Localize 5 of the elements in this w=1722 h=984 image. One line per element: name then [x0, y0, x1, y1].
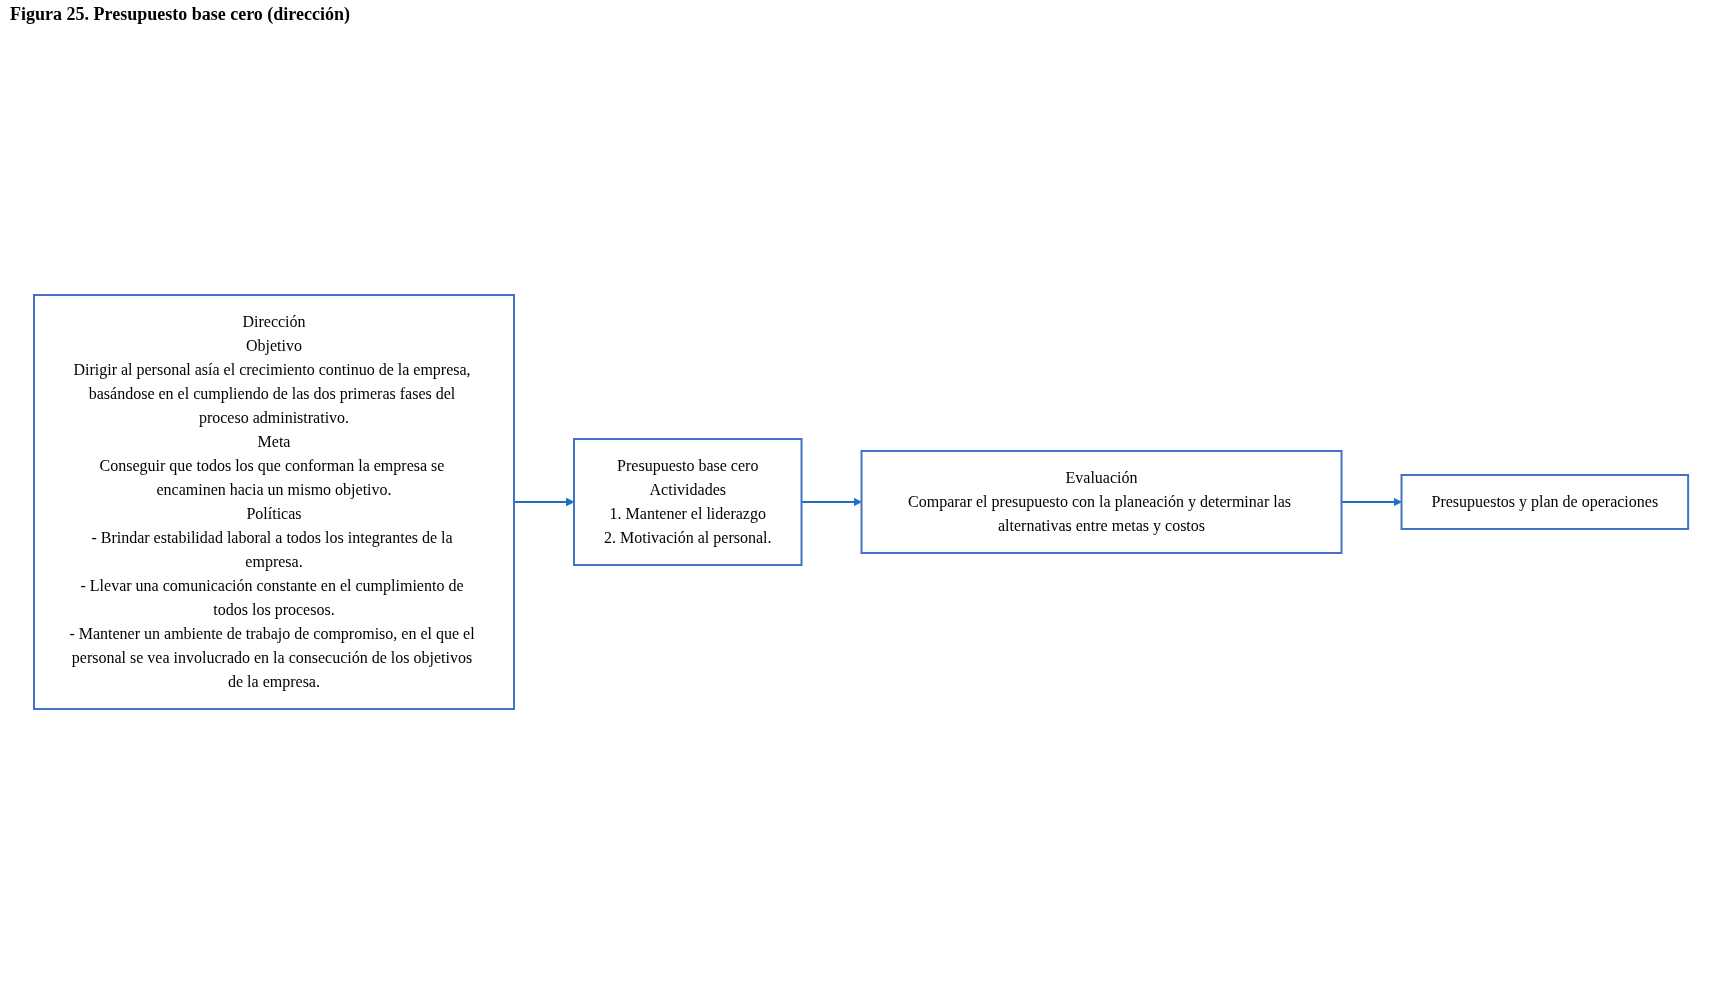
- node-box: Presupuesto base cero Actividades 1. Mantener el liderazgo 2. Motivación al personal.: [572, 438, 803, 566]
- figure-title: Figura 25. Presupuesto base cero (dirección): [9, 3, 351, 26]
- node-box: Evaluación Comparar el presupuesto con la planeación y determinar las alternativas entre metas y costos: [860, 450, 1343, 554]
- node-box: Dirección Objetivo Dirigir al personal asía el crecimiento continuo de la empresa, basándose en el cumpliendo de las dos primeras fases del proceso administrativo. Meta Conseguir que todos los que conforman la empresa se encaminen hacia un mismo objetivo. Políticas - Brindar estabilidad laboral a todos los integrantes de la empresa. - Llevar una comunicación constante en el cumplimiento de todos los procesos. - Mantener un ambiente de trabajo de compromiso, en el que el personal se vea involucrado en la consecución de los objetivos de la empresa.: [32, 294, 515, 710]
- node-box: Presupuestos y plan de operaciones: [1400, 474, 1690, 530]
